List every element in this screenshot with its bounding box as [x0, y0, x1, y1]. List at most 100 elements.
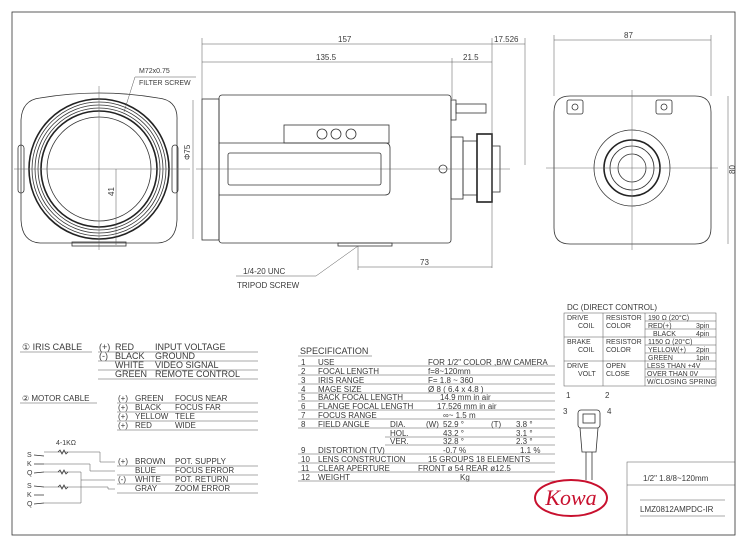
func-text: WIDE — [175, 421, 196, 430]
pol-text: (+) — [99, 342, 110, 352]
lens-front-barrel — [201, 98, 220, 241]
rear-view: 87 80 — [546, 31, 737, 250]
pin-q-upper: Q — [27, 470, 33, 477]
func-text: TELE — [175, 412, 195, 421]
k1-text: OPEN — [606, 363, 626, 370]
pin-k-upper: K — [27, 461, 32, 468]
value2-text: 1.1 % — [520, 446, 540, 455]
k2-text: COLOR — [606, 347, 631, 354]
2-text: 3 — [563, 407, 568, 416]
t-text: 2.3 ° — [516, 437, 533, 446]
color-text: GREEN — [135, 394, 164, 403]
pol-text: (-) — [118, 475, 126, 484]
func-text: INPUT VOLTAGE — [155, 342, 226, 352]
no-text: 6 — [301, 402, 306, 411]
tripod-screw-size: 1/4-20 UNC — [243, 267, 285, 276]
title-spec: 1/2" 1.8/8~120mm — [643, 474, 709, 483]
3-text: 4 — [607, 407, 612, 416]
value-text: FRONT ø 54 REAR ø12.5 — [418, 464, 511, 473]
kowa-logo: Kowa — [534, 479, 608, 517]
value-text: ∞~ 1.5 m — [443, 411, 476, 420]
logo-text: Kowa — [544, 485, 596, 510]
label-text: WEIGHT — [318, 473, 350, 482]
label-text: MAGE SIZE — [318, 385, 362, 394]
dim-height: 80 — [728, 165, 737, 174]
axis-text: VER. — [390, 437, 409, 446]
name2-text: VOLT — [578, 371, 596, 378]
dim-diameter: Φ75 — [183, 144, 192, 160]
c1-text: YELLOW(+) — [648, 347, 686, 354]
value-text: Ø 8 ( 6.4 x 4.8 ) — [428, 385, 484, 394]
color-text: BLUE — [135, 466, 156, 475]
v3-text: W/CLOSING SPRING — [647, 379, 716, 386]
w-text: 43.2 ° — [443, 429, 464, 438]
pol-text: (+) — [118, 412, 128, 421]
color-text: RED — [135, 421, 152, 430]
k2-text: CLOSE — [606, 371, 630, 378]
value-text: -0.7 % — [443, 446, 466, 455]
dim-flange-focal: 17.526 — [494, 35, 519, 44]
filter-screw-size: M72x0.75 — [139, 68, 170, 75]
no-text: 9 — [301, 446, 306, 455]
color-text: BLACK — [135, 403, 162, 412]
value-text: 17.526 mm in air — [437, 402, 497, 411]
side-view: Φ75 157 17.526 135.5 21.5 73 1/4-20 UNC … — [183, 35, 526, 290]
func-text: POT. RETURN — [175, 475, 229, 484]
mount-ring — [476, 133, 493, 203]
tripod-screw-label: TRIPOD SCREW — [237, 281, 300, 290]
label-text: FOCUS RANGE — [318, 411, 377, 420]
dim-body-length: 135.5 — [316, 53, 337, 62]
filter-screw-label: FILTER SCREW — [139, 80, 191, 87]
resistor-label: 4-1KΩ — [56, 440, 76, 447]
label-text: LENS CONSTRUCTION — [318, 455, 406, 464]
cable — [455, 103, 487, 114]
title-block: 1/2" 1.8/8~120mm LMZ0812AMPDC-IR — [626, 461, 736, 536]
name1-text: BRAKE — [567, 339, 591, 346]
label-text: IRIS RANGE — [318, 376, 364, 385]
pol-text: (+) — [118, 421, 128, 430]
dim-width: 87 — [624, 31, 633, 40]
motor-cable-title: ② MOTOR CABLE — [22, 394, 89, 403]
1-text: 2 — [605, 391, 610, 400]
pin-q-lower: Q — [27, 501, 33, 508]
pol-text: (+) — [118, 403, 128, 412]
name1-text: DRIVE — [567, 315, 589, 322]
color-text: BROWN — [135, 457, 166, 466]
value-text: 14.9 mm in air — [440, 393, 491, 402]
motor-cable-table: ② MOTOR CABLE (+) GREEN FOCUS NEAR (+) BLAC… — [20, 394, 258, 431]
color-text: RED — [115, 342, 135, 352]
func-text: VIDEO SIGNAL — [155, 360, 219, 370]
no-text: 11 — [301, 464, 310, 473]
connector-plug — [577, 409, 601, 429]
dim-mount-length: 21.5 — [463, 53, 479, 62]
front-view: 41 M72x0.75 FILTER SCREW — [14, 68, 196, 250]
no-text: 2 — [301, 367, 306, 376]
dc-title: DC (DIRECT CONTROL) — [567, 303, 657, 312]
tele-text: (T) — [491, 420, 502, 429]
c1-text: RED(+) — [648, 323, 672, 330]
list-item: WHITE VIDEO SIGNAL — [115, 360, 219, 370]
resistor-text: 1150 Ω (20°C) — [648, 338, 692, 346]
w-text: 52.9 ° — [443, 420, 464, 429]
wide-text: (W) — [426, 420, 439, 429]
label-text: FOCAL LENGTH — [318, 367, 379, 376]
t-text: 3.8 ° — [516, 420, 533, 429]
func-text: GROUND — [155, 351, 195, 361]
color-text: WHITE — [115, 360, 144, 370]
0-text: 1 — [566, 391, 571, 400]
func-text: FOCUS NEAR — [175, 394, 228, 403]
